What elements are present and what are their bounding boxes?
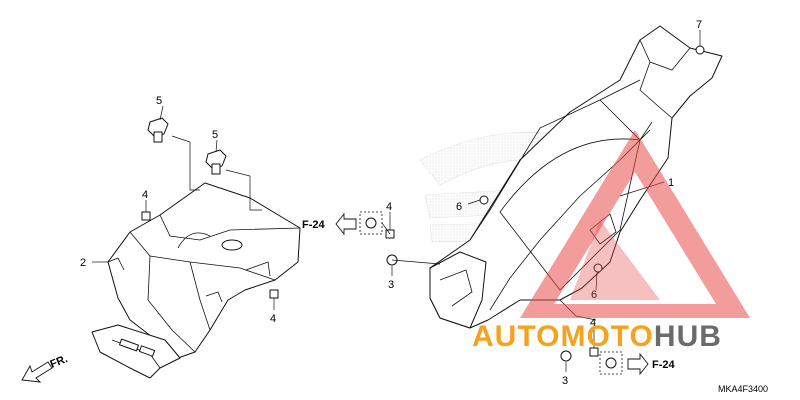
rear-fender-part bbox=[429, 25, 723, 329]
callout-4b: 4 bbox=[270, 313, 276, 325]
callout-3a: 3 bbox=[388, 279, 394, 291]
callout-6a: 6 bbox=[456, 201, 462, 213]
callout-6b: 6 bbox=[591, 289, 597, 301]
callout-5a: 5 bbox=[156, 95, 162, 107]
callouts: 1 2 3 3 4 4 4 4 5 5 6 6 7 bbox=[80, 19, 702, 387]
callout-4d: 4 bbox=[590, 317, 596, 329]
clip-part-5b bbox=[205, 149, 227, 175]
watermark-brand-auto: AUTO bbox=[472, 320, 560, 353]
watermark-triangle-icon bbox=[520, 130, 750, 318]
bolt-part-3b bbox=[560, 350, 572, 362]
callout-3b: 3 bbox=[562, 375, 568, 387]
nut-part-4b bbox=[269, 289, 279, 299]
inner-fender-part bbox=[91, 182, 301, 379]
screw-part-6b bbox=[593, 263, 603, 273]
arrow-right-icon bbox=[627, 352, 649, 376]
nut-part-4a bbox=[141, 211, 151, 221]
front-direction: FR. bbox=[21, 353, 70, 383]
callout-5b: 5 bbox=[212, 129, 218, 141]
callout-4c: 4 bbox=[386, 201, 392, 213]
callout-2: 2 bbox=[80, 257, 86, 269]
watermark-brand-hub: HUB bbox=[654, 320, 722, 353]
callout-4a: 4 bbox=[142, 189, 148, 201]
grommet-box-right bbox=[599, 351, 623, 375]
clip-part-5a bbox=[147, 117, 169, 143]
ref-f24-right: F-24 bbox=[627, 352, 676, 376]
callout-7: 7 bbox=[696, 19, 702, 31]
ref-f24-right-label: F-24 bbox=[652, 359, 676, 371]
nut-part-7 bbox=[695, 45, 705, 55]
arrow-left-icon bbox=[335, 212, 357, 236]
svg-text:AUTOMOTOHUB: AUTOMOTOHUB bbox=[472, 320, 722, 353]
ref-f24-left-label: F-24 bbox=[302, 219, 326, 231]
front-label: FR. bbox=[49, 353, 70, 371]
diagram-code: MKA4F3400 bbox=[718, 384, 768, 394]
front-arrow-icon bbox=[21, 361, 53, 383]
screw-part-6a bbox=[479, 195, 489, 205]
ref-f24-left: F-24 bbox=[302, 212, 357, 236]
automotohub-watermark: AUTOMOTOHUB bbox=[472, 130, 750, 353]
callout-1: 1 bbox=[668, 177, 674, 189]
watermark-brand-moto: MOTO bbox=[560, 320, 653, 353]
